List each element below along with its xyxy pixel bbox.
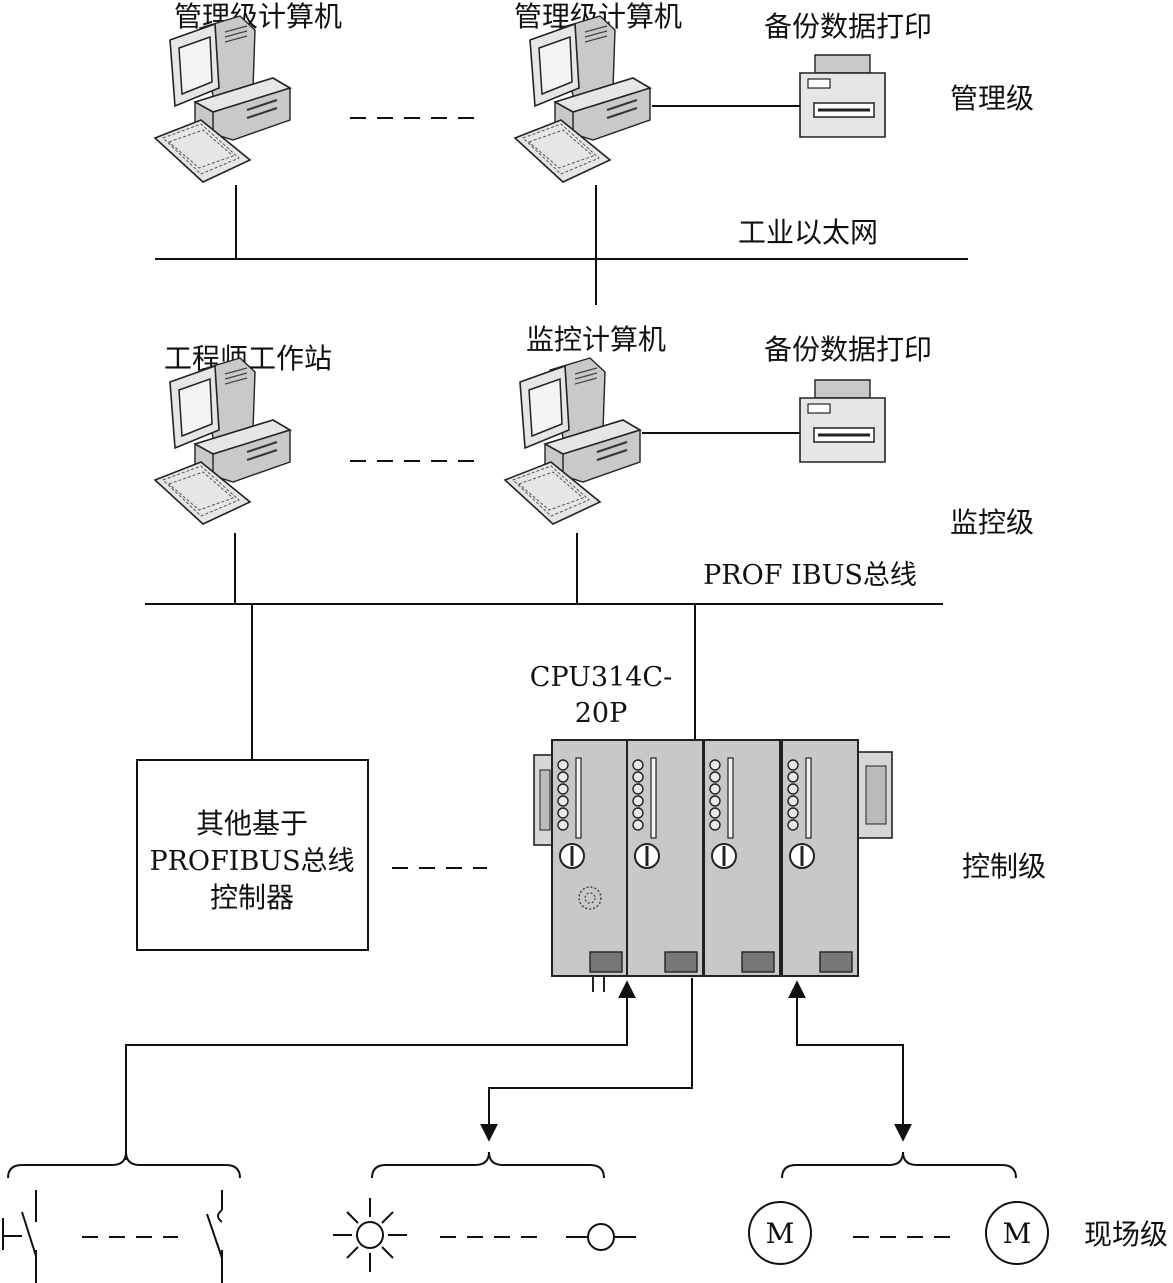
other-controller-label-line3: 控制器 <box>210 881 294 914</box>
monitor-printer-icon <box>798 378 887 464</box>
lamp-group-brace <box>371 1151 605 1179</box>
motor-icon: M <box>748 1201 812 1265</box>
other-profibus-controller-box <box>136 759 369 951</box>
engineer-station-computer-icon <box>154 357 291 525</box>
switch-group-brace <box>7 1151 241 1179</box>
other-controller-label-line1: 其他基于 <box>196 807 308 840</box>
lamp-icon-2 <box>566 1223 636 1251</box>
mgmt-pc-2-computer-icon <box>514 15 651 183</box>
cpu-label-line2: 20P <box>575 698 628 729</box>
control-level-label: 控制级 <box>962 850 1046 883</box>
management-level-label: 管理级 <box>950 82 1034 115</box>
plc-rack-icon <box>533 739 893 992</box>
monitor-printer-label: 备份数据打印 <box>764 333 932 366</box>
monitoring-level-label: 监控级 <box>950 506 1034 539</box>
mgmt-pc-1-computer-icon <box>154 15 291 183</box>
input-signal-line <box>125 980 636 1160</box>
plc-module-4 <box>781 739 859 977</box>
other-controller-label-line2: PROFIBUS总线 <box>149 846 354 877</box>
cpu-label-line1: CPU314C- <box>530 662 672 693</box>
output-signal-line <box>480 978 693 1142</box>
plc-module-1 <box>551 739 629 977</box>
mgmt-printer-icon <box>798 53 887 139</box>
motor-group-brace <box>781 1151 1017 1179</box>
industrial-ethernet-label: 工业以太网 <box>738 216 878 249</box>
plc-module-3 <box>703 739 781 977</box>
switch-contact-icon-2 <box>206 1190 223 1283</box>
motor-icon-2: M <box>985 1201 1049 1265</box>
mgmt-printer-label: 备份数据打印 <box>764 10 932 43</box>
motor-symbol-1: M <box>766 1217 795 1250</box>
lamp-icon <box>333 1198 407 1272</box>
plc-module-2 <box>626 739 704 977</box>
motor-symbol-2: M <box>1003 1217 1032 1250</box>
motor-signal-line <box>788 980 912 1142</box>
monitor-pc-label: 监控计算机 <box>526 323 666 356</box>
profibus-label: PROF IBUS总线 <box>703 560 917 591</box>
field-level-label: 现场级 <box>1084 1218 1168 1251</box>
switch-contact-icon <box>2 1190 37 1283</box>
monitor-pc-computer-icon <box>504 357 641 525</box>
mgmt-pc-1-label: 管理级计算机 <box>174 0 342 33</box>
